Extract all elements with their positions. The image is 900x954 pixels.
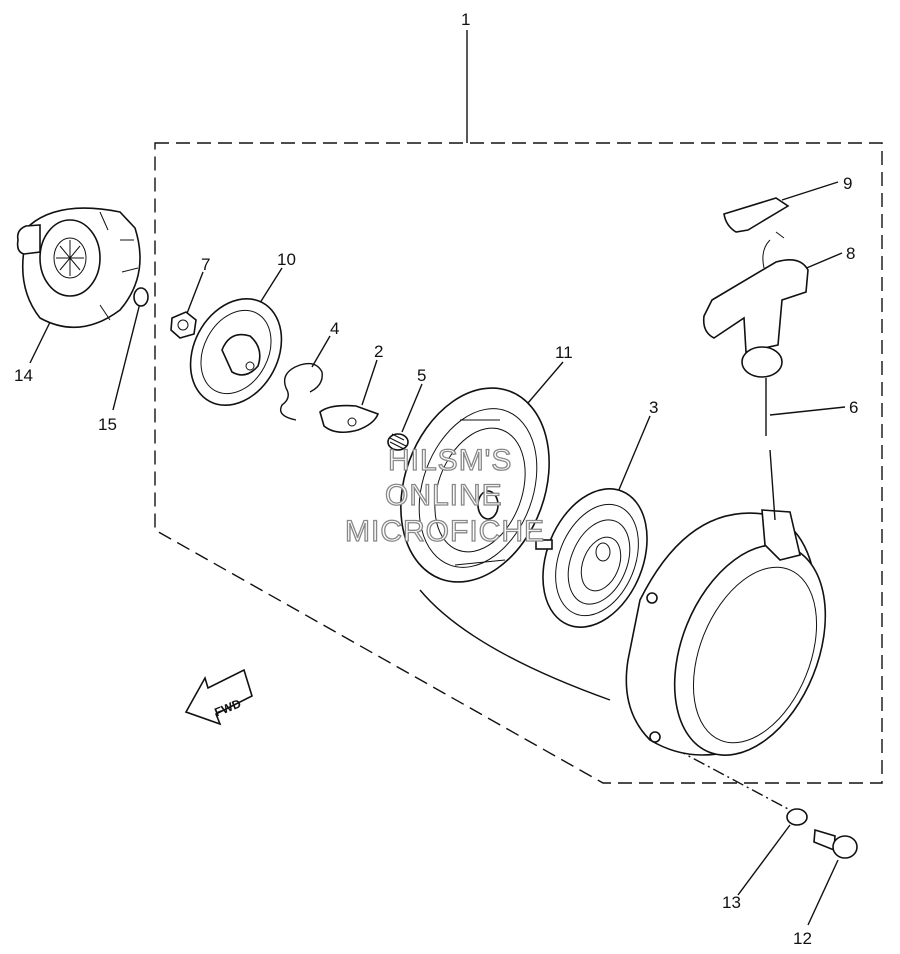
cap-part-9: [723, 197, 790, 233]
callout-1: 1: [461, 10, 470, 29]
pawl-part-2: [319, 404, 380, 434]
callout-4: 4: [330, 319, 339, 338]
callout-7: 7: [201, 255, 210, 274]
spring-part-3: [535, 488, 648, 628]
callout-9: 9: [843, 174, 852, 193]
callout-8: 8: [846, 244, 855, 263]
svg-text:HILSM'S: HILSM'S: [388, 444, 512, 477]
callout-14: 14: [14, 366, 33, 385]
starter-rope: [419, 449, 776, 701]
spring-part-5: [387, 433, 409, 451]
callout-11: 11: [555, 343, 573, 362]
pulley-part-14: [16, 207, 141, 329]
washer-part-13: [786, 808, 808, 826]
watermark: HILSM'S ONLINE MICROFICHE: [344, 443, 545, 548]
reel-part-11: [400, 387, 550, 583]
oring-part-15: [133, 287, 149, 307]
callout-13: 13: [722, 893, 741, 912]
callout-3: 3: [649, 398, 658, 417]
callout-6: 6: [849, 398, 858, 417]
svg-text:MICROFICHE: MICROFICHE: [345, 515, 545, 548]
fwd-arrow-icon: FWD: [184, 668, 253, 726]
clip-part-4: [279, 362, 323, 421]
nut-part-7: [170, 311, 197, 339]
handle-part-8: [702, 231, 809, 378]
callout-10: 10: [277, 250, 296, 269]
callout-2: 2: [374, 342, 383, 361]
callout-5: 5: [417, 366, 426, 385]
callout-15: 15: [98, 415, 117, 434]
bolt-part-12: [813, 828, 858, 859]
starter-case: [625, 509, 827, 756]
callout-12: 12: [793, 929, 812, 948]
svg-text:ONLINE: ONLINE: [385, 479, 503, 512]
callout-labels: 1 2 3 4 5 6 7 8 9 10 11 12 13 14 15: [14, 10, 858, 948]
plate-part-10: [189, 297, 283, 407]
